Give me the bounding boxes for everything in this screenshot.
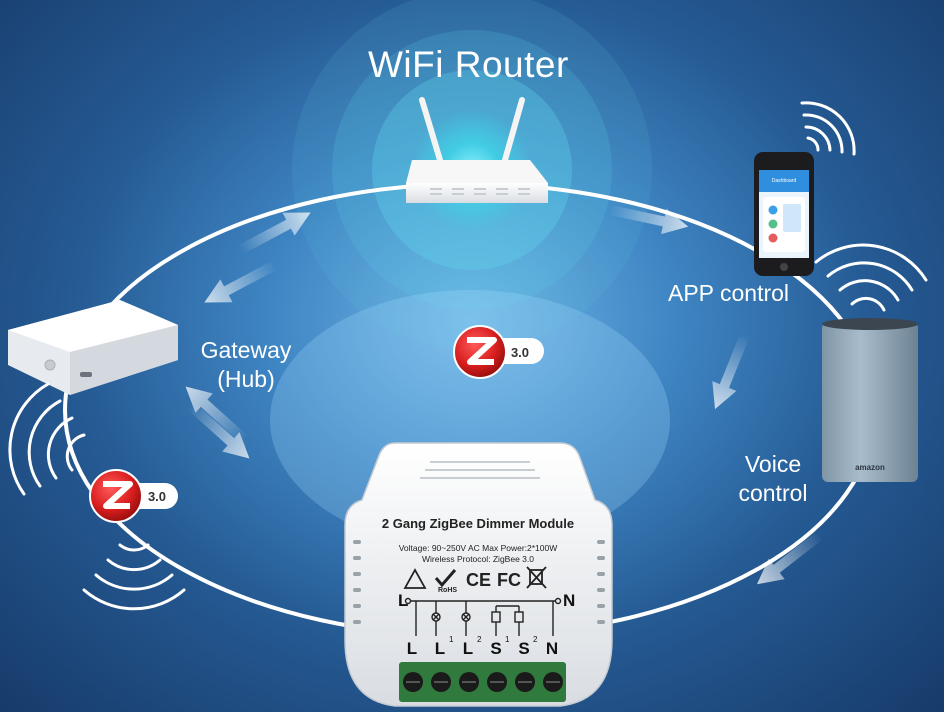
wifi-signal-waves-icon xyxy=(800,101,856,156)
gateway-signal-waves-icon xyxy=(8,382,186,611)
gateway-label-line2: (Hub) xyxy=(217,366,275,392)
speaker-brand-text: amazon xyxy=(855,463,885,472)
zigbee-version-label: 3.0 xyxy=(148,489,166,504)
terminal-labels: L L 1 L 2 S 1 S 2 N xyxy=(407,635,558,658)
svg-text:RoHS: RoHS xyxy=(438,587,457,594)
zigbee-logo-icon: 3.0 xyxy=(89,469,178,523)
flow-arrow-speaker-to-module xyxy=(748,524,829,595)
dimmer-module: 2 Gang ZigBee Dimmer Module Voltage: 90~… xyxy=(344,442,613,707)
terminal-label: L xyxy=(463,639,473,658)
module-spec-voltage: Voltage: 90~250V AC Max Power:2*100W xyxy=(399,543,558,553)
terminal-superscript: 1 xyxy=(449,635,454,644)
svg-text:CE: CE xyxy=(466,570,491,590)
zigbee-logo-icon: 3.0 xyxy=(453,325,544,379)
terminal-label: L xyxy=(435,639,445,658)
terminal-block xyxy=(399,662,566,702)
terminal-label: S xyxy=(518,639,529,658)
speaker-signal-waves-icon xyxy=(814,243,928,312)
smart-speaker-icon: amazon xyxy=(822,318,918,482)
flow-arrow-router-to-hub xyxy=(198,253,282,315)
app-control-label: APP control xyxy=(668,280,790,306)
wiring-label-l: L xyxy=(398,591,408,610)
gateway-label: Gateway (Hub) xyxy=(186,336,306,394)
terminal-label: L xyxy=(407,639,417,658)
wiring-label-n: N xyxy=(563,591,575,610)
zigbee-version-label: 3.0 xyxy=(511,345,529,360)
certification-marks-icon: RoHS CE FC xyxy=(403,566,547,594)
flow-arrow-hub-to-module xyxy=(181,395,259,469)
terminal-superscript: 2 xyxy=(477,635,482,644)
terminal-label: N xyxy=(546,639,558,658)
module-spec-protocol: Wireless Protocol: ZigBee 3.0 xyxy=(422,554,534,564)
terminal-superscript: 1 xyxy=(505,635,510,644)
gateway-hub-icon xyxy=(8,300,178,395)
terminal-label: S xyxy=(490,639,501,658)
module-title: 2 Gang ZigBee Dimmer Module xyxy=(382,516,574,531)
flow-arrow-phone-to-speaker xyxy=(702,330,758,415)
phone-screen-title: Dashboard xyxy=(772,178,797,184)
voice-label-line2: control xyxy=(738,480,808,506)
voice-label-line1: Voice xyxy=(744,451,802,477)
router-label: WiFi Router xyxy=(368,44,569,85)
terminal-superscript: 2 xyxy=(533,635,538,644)
wifi-router-icon xyxy=(406,97,548,203)
smartphone-icon: Dashboard xyxy=(754,152,814,276)
voice-control-label: Voice control xyxy=(718,450,828,508)
gateway-label-line1: Gateway xyxy=(200,337,292,363)
wiring-diagram xyxy=(404,597,562,636)
svg-text:FC: FC xyxy=(497,570,521,590)
